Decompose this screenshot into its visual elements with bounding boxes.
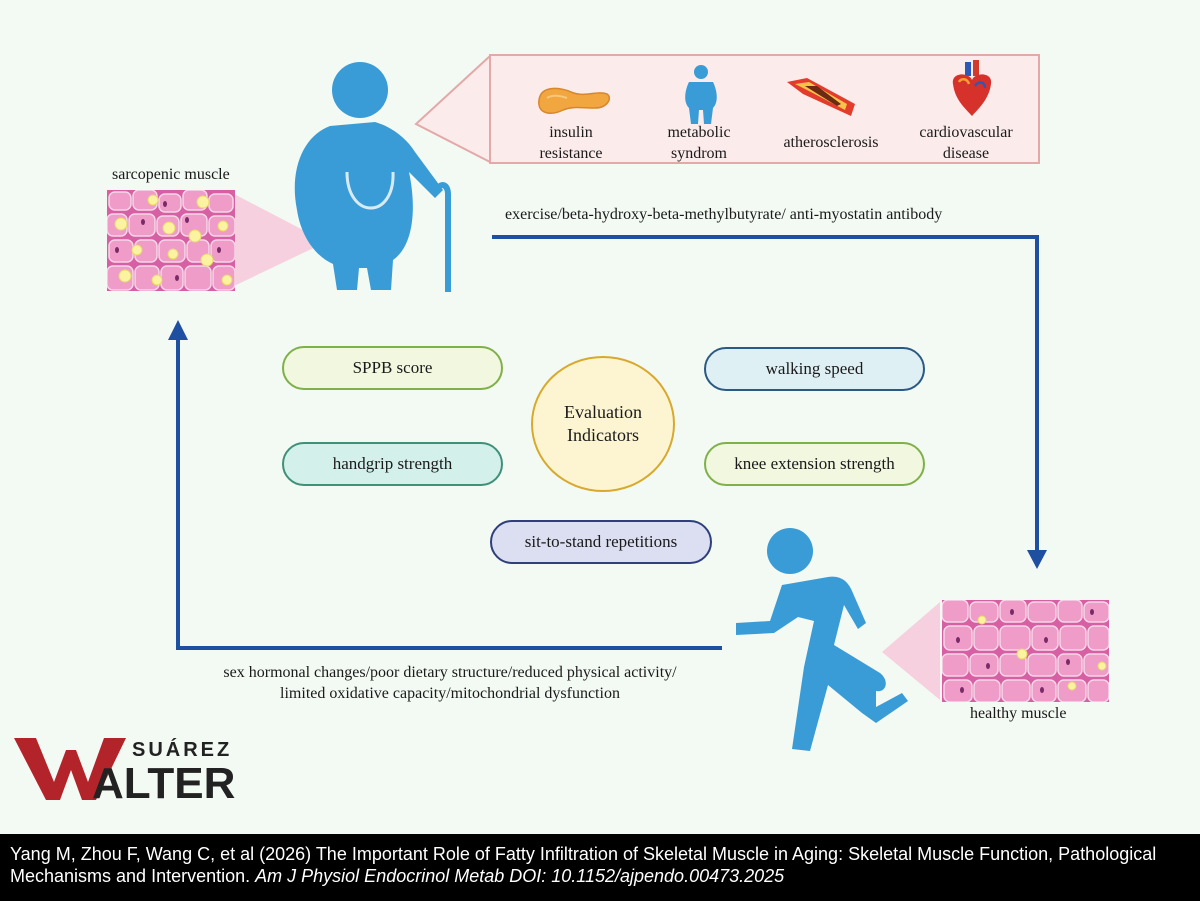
citation-caption: Yang M, Zhou F, Wang C, et al (2026) The… [0,834,1200,901]
heart-icon [952,60,992,116]
risk-insulin-resistance: insulin resistance [521,122,621,164]
sarcopenic-muscle-label: sarcopenic muscle [112,166,230,183]
indicator-sit-to-stand: sit-to-stand repetitions [490,520,712,564]
sarcopenic-muscle-tissue [107,190,235,291]
citation-text: Yang M, Zhou F, Wang C, et al (2026) The… [10,844,1157,886]
indicator-sppb-score: SPPB score [282,346,503,390]
intervention-arrow [492,235,1039,552]
risk-label-line2: syndrom [671,145,727,162]
risk-label-line2: disease [942,145,990,162]
citation-journal: Am J Physiol Endocrinol Metab DOI: 10.11… [255,866,785,886]
pancreas-icon [538,87,611,114]
logo-line1: SUÁREZ [132,738,232,761]
indicator-knee-extension-strength: knee extension strength [704,442,925,486]
obese-person-icon [685,65,717,124]
causes-arrow [176,338,722,650]
intervention-text: exercise/beta-hydroxy-beta-methylbutyrat… [505,206,943,223]
risk-label-line2: resistance [539,145,603,162]
evaluation-title-line1: Evaluation [564,402,642,422]
healthy-callout [882,602,940,700]
indicator-walking-speed: walking speed [704,347,925,391]
evaluation-indicators-circle: Evaluation Indicators [531,356,675,492]
risk-atherosclerosis: atherosclerosis [761,132,901,153]
running-person-icon [736,528,908,751]
intervention-arrowhead [1027,550,1047,569]
healthy-muscle-label: healthy muscle [970,705,1067,722]
risk-label-line1: insulin [549,124,593,141]
cycle-arrows [168,235,1047,650]
causes-arrowhead [168,320,188,340]
causes-text: sex hormonal changes/poor dietary struct… [170,662,730,704]
risk-label-line1: atherosclerosis [783,134,879,151]
risk-label-line1: metabolic [667,124,731,141]
indicator-handgrip-strength: handgrip strength [282,442,503,486]
sarcopenic-callout [234,194,326,286]
artery-icon [787,78,855,116]
risk-metabolic-syndrom: metabolic syndrom [649,122,749,164]
causes-line2: limited oxidative capacity/mitochondrial… [280,685,620,702]
risk-cardiovascular-disease: cardiovascular disease [906,122,1026,164]
risk-box: insulin resistance metabolic syndrom ath… [489,54,1040,164]
diagram-canvas: insulin resistance metabolic syndrom ath… [14,54,1109,804]
healthy-muscle-tissue [942,600,1109,702]
causes-line1: sex hormonal changes/poor dietary struct… [223,664,677,681]
elderly-obese-person-icon [294,62,451,292]
risk-label-line1: cardiovascular [919,124,1013,141]
logo-line2: ALTER [92,759,235,804]
evaluation-title-line2: Indicators [567,425,639,445]
suarez-walter-logo: SUÁREZ ALTER [14,738,235,804]
